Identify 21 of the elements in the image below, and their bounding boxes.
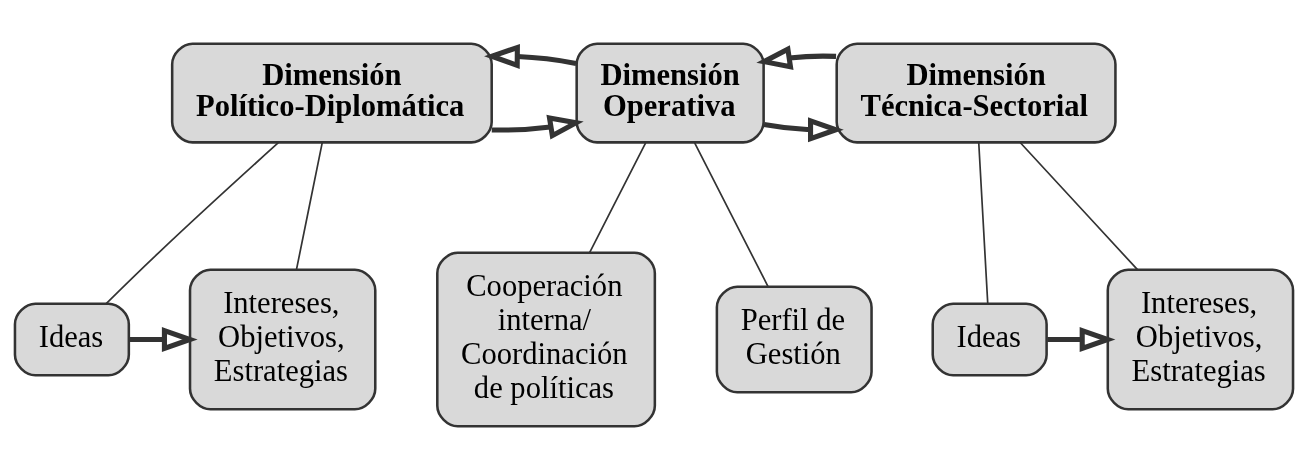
connector [588, 141, 647, 254]
connector [977, 141, 989, 305]
arrow [756, 45, 837, 70]
node-box: Perfil de Gestión [715, 285, 873, 394]
connector [1019, 141, 1139, 271]
node-box: Dimensión Técnica-Sectorial [835, 42, 1117, 144]
arrow [491, 114, 584, 140]
node-box: Intereses, Objetivos, Estrategias [1106, 268, 1295, 411]
arrow [484, 43, 577, 69]
arrow [1047, 327, 1116, 353]
connector [295, 141, 324, 271]
connector [693, 141, 769, 288]
node-box: Cooperación interna/ Coordinación de políticas [436, 251, 657, 428]
arrow [763, 117, 844, 143]
node-box: Ideas [931, 302, 1048, 377]
node-box: Dimensión Político-Diplomática [170, 42, 493, 144]
node-box: Ideas [13, 302, 131, 377]
node-box: Dimensión Operativa [575, 42, 765, 144]
arrow [129, 327, 198, 353]
connector [105, 141, 280, 305]
node-box: Intereses, Objetivos, Estrategias [188, 268, 377, 411]
